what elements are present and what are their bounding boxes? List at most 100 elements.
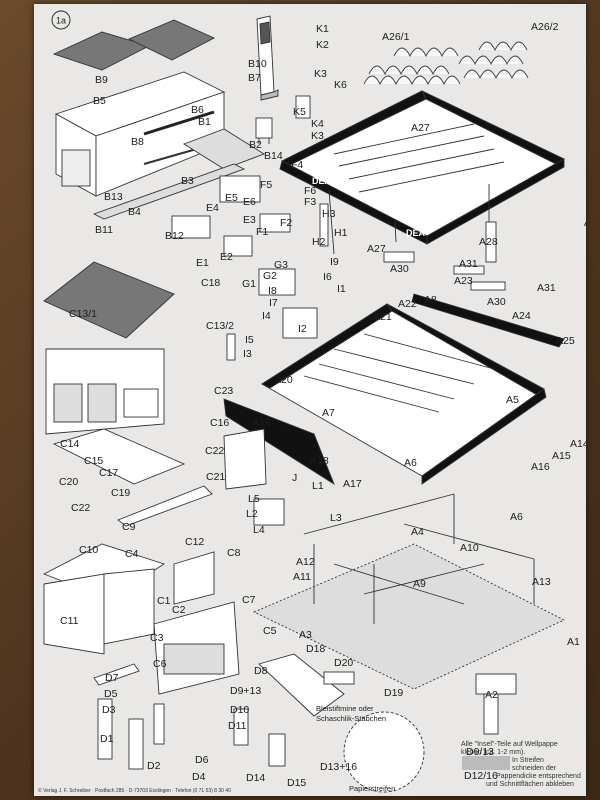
part-label: A17 [343, 478, 362, 490]
part-label: L3 [330, 512, 342, 524]
part-label: C13/2 [206, 320, 234, 332]
part-label: B14 [264, 150, 283, 162]
part-label: D7 [105, 672, 119, 684]
tip-pencil-line-2: Schaschlik-Stäbchen [316, 714, 386, 723]
part-label: K6 [334, 79, 347, 91]
part-label: C2 [172, 604, 186, 616]
part-label: B8 [131, 136, 144, 148]
part-label: C1 [157, 595, 171, 607]
part-label: G2 [263, 270, 277, 282]
part-label: F2 [280, 217, 292, 229]
part-label: A9 [413, 578, 426, 590]
part-label: L2 [246, 508, 258, 520]
part-label: J [292, 472, 297, 484]
part-label: D13+16 [320, 761, 357, 773]
part-label: C6 [153, 658, 167, 670]
part-label: B4 [128, 206, 141, 218]
part-label: F4 [291, 159, 303, 171]
tip-insel-line-2: kleben (ca. 1-2 mm). [461, 749, 525, 756]
tip-strips-line-1: In Streifen [512, 757, 544, 764]
part-label: B5 [93, 95, 106, 107]
roof-dea-lettering: DEA [312, 176, 332, 186]
shop-building [52, 19, 266, 220]
part-label: A13 [532, 576, 551, 588]
part-label: B3 [181, 175, 194, 187]
part-label: A20 [274, 374, 293, 386]
part-label: A27 [367, 243, 386, 255]
part-label: A1 [567, 636, 580, 648]
part-label: D20 [334, 657, 353, 669]
part-label: B1 [198, 116, 211, 128]
part-label: C5 [263, 625, 277, 637]
part-label: L1 [312, 480, 324, 492]
part-label: B12 [165, 230, 184, 242]
pump-island-parts [171, 175, 318, 361]
part-label: A30 [487, 296, 506, 308]
small-parts-jl [223, 428, 285, 526]
part-label: C17 [99, 467, 118, 479]
part-label: C22 [205, 445, 224, 457]
part-label: F6 [304, 185, 316, 197]
part-label: D4 [192, 771, 206, 783]
part-label: A23 [454, 275, 473, 287]
roof-dea-lettering: DEA [406, 228, 426, 238]
part-label: E5 [225, 192, 238, 204]
part-label: A6 [404, 457, 417, 469]
part-label: A22 [398, 298, 417, 310]
part-label: A26/1 [382, 31, 410, 43]
part-label: A28 [584, 217, 586, 229]
base-plate [252, 493, 566, 690]
part-label: A10 [460, 542, 479, 554]
part-label: A30 [390, 263, 409, 275]
part-label: A27 [411, 122, 430, 134]
assembly-notes: Bleistiftmine oder Schaschlik-Stäbchen P… [38, 704, 581, 794]
wavy-roof-pieces [363, 41, 529, 86]
part-label: A6 [510, 511, 523, 523]
part-label: K3 [311, 130, 324, 142]
tip-strips-line-4: und Schnittflächen abkleben [486, 781, 574, 788]
part-label: K1 [316, 23, 329, 35]
part-label: I6 [323, 271, 332, 283]
part-label: D3 [102, 704, 116, 716]
part-label: F3 [304, 196, 316, 208]
publisher-imprint: © Verlag J. F. Schreiber · Postfach 285 … [38, 787, 231, 794]
upper-canopy-frame: DEA DEA [279, 90, 565, 255]
part-label: D6 [195, 754, 209, 766]
part-label: F5 [260, 179, 272, 191]
part-label: I3 [243, 348, 252, 360]
part-label: C13/1 [69, 308, 97, 320]
corrugated-swatch [462, 756, 510, 770]
garage-building [43, 261, 213, 527]
part-label: A12 [296, 556, 315, 568]
part-label: I7 [269, 297, 278, 309]
part-label: B6 [191, 104, 204, 116]
part-label: A11 [293, 571, 311, 583]
part-label: A25 [556, 335, 575, 347]
price-sign-group [255, 15, 311, 144]
part-label: A19 [252, 417, 271, 429]
part-label: A15 [552, 450, 571, 462]
part-label: D2 [147, 760, 161, 772]
part-label: B2 [249, 139, 262, 151]
part-label: C10 [79, 544, 98, 556]
part-label: A26/2 [531, 21, 559, 33]
part-label: C7 [242, 594, 256, 606]
part-label: A4 [411, 526, 424, 538]
part-label: C14 [60, 438, 79, 450]
part-label: D9/13 [466, 746, 494, 758]
part-label: G1 [242, 278, 256, 290]
tip-pencil-line-1: Bleistiftmine oder [316, 704, 374, 713]
part-label: E3 [243, 214, 256, 226]
part-label: I5 [245, 334, 254, 346]
part-label: A31 [537, 282, 556, 294]
part-label: B9 [95, 74, 108, 86]
part-label: G3 [274, 259, 288, 271]
part-label: C3 [150, 632, 164, 644]
part-label: K4 [311, 118, 324, 130]
part-label: I2 [298, 323, 307, 335]
part-label: D15 [287, 777, 306, 789]
part-label: A24 [512, 310, 531, 322]
part-label: A14 [570, 438, 586, 450]
part-label: L4 [253, 524, 265, 536]
